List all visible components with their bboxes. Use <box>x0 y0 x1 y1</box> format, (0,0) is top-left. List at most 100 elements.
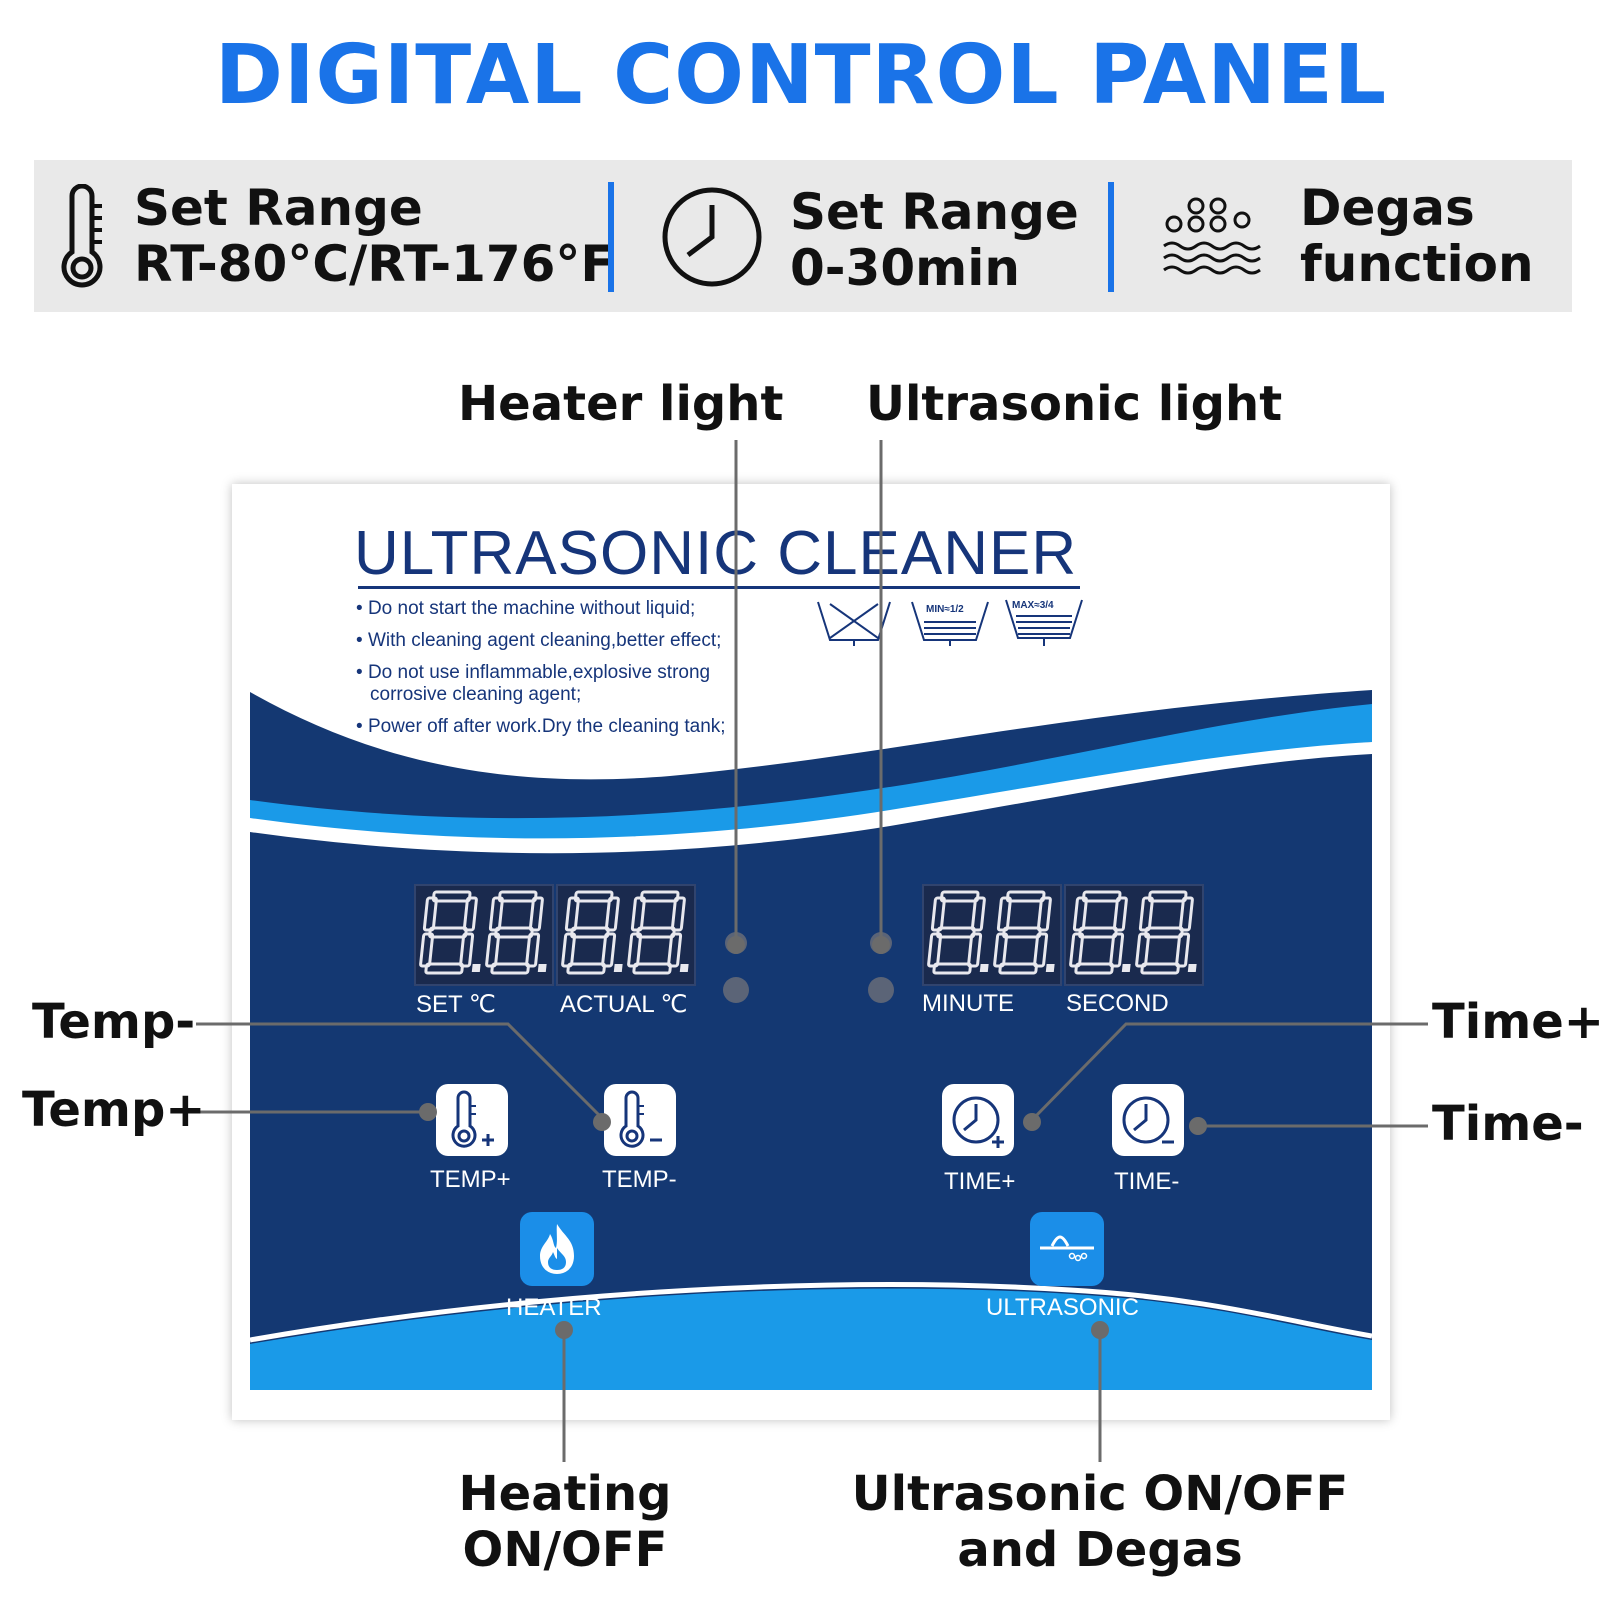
digit-decimal-point <box>1187 964 1197 972</box>
thermometer-plus-icon <box>451 1090 494 1148</box>
time-plus-label: TIME+ <box>944 1168 1016 1195</box>
spec-divider <box>608 182 614 292</box>
digit-segment <box>930 896 946 932</box>
thermometer-icon <box>61 184 103 288</box>
temp-plus-label: TEMP+ <box>430 1166 511 1193</box>
digit-segment <box>970 896 986 932</box>
flame-icon <box>540 1224 574 1274</box>
digit-decimal-point <box>613 964 623 972</box>
digit-segment <box>967 932 983 968</box>
callout-heating-line1: Heating <box>458 1466 672 1522</box>
max-level-tank-icon <box>1005 599 1083 646</box>
seven-segment-digit <box>1135 890 1197 975</box>
time-plus-button[interactable] <box>942 1084 1014 1156</box>
digit-segment <box>462 896 478 932</box>
digit-decimal-point <box>979 964 989 972</box>
digit-segment <box>459 932 475 968</box>
actual-temp-label: ACTUAL ℃ <box>560 991 688 1018</box>
spec-divider <box>1108 182 1114 292</box>
digit-decimal-point <box>679 964 689 972</box>
digit-segment <box>561 932 577 968</box>
heater-indicator-light-2 <box>723 977 749 1003</box>
digit-segment <box>1072 896 1088 932</box>
digit-segment <box>927 932 943 968</box>
digit-decimal-point <box>1045 964 1055 972</box>
spec-degas-line1: Degas <box>1300 179 1475 237</box>
digit-segment <box>932 962 972 975</box>
callout-heating-onoff: Heating ON/OFF <box>440 1466 690 1578</box>
digit-segment <box>419 932 435 968</box>
digit-segment <box>1036 896 1052 932</box>
digit-segment <box>485 932 501 968</box>
seven-segment-digit <box>561 890 623 975</box>
digit-segment <box>1069 932 1085 968</box>
digit-segment <box>998 962 1038 975</box>
spec-temp-text: Set Range RT-80°C/RT-176°F <box>134 180 615 292</box>
digit-segment <box>1175 932 1191 968</box>
digit-segment <box>1178 896 1194 932</box>
time-minus-label: TIME- <box>1114 1168 1180 1195</box>
digit-segment <box>566 962 606 975</box>
digit-decimal-point <box>471 964 481 972</box>
panel-title: ULTRASONIC CLEANER <box>354 519 1078 588</box>
temp-minus-button[interactable] <box>604 1084 676 1156</box>
time-minus-button[interactable] <box>1112 1084 1184 1156</box>
seven-segment-digit <box>485 890 547 975</box>
spec-time-text: Set Range 0-30min <box>790 184 1079 296</box>
thermometer-minus-icon <box>619 1090 662 1148</box>
digit-segment <box>604 896 620 932</box>
digit-segment <box>1112 896 1128 932</box>
spec-degas-line2: function <box>1300 235 1534 293</box>
spec-temp-line2: RT-80°C/RT-176°F <box>134 235 615 293</box>
callout-ultrasonic-onoff: Ultrasonic ON/OFF and Degas <box>820 1466 1380 1578</box>
digit-decimal-point <box>537 964 547 972</box>
temp-minus-label: TEMP- <box>602 1166 677 1193</box>
digit-segment <box>490 962 530 975</box>
no-liquid-tank-icon <box>817 601 891 646</box>
digit-segment <box>1138 896 1154 932</box>
page-title: DIGITAL CONTROL PANEL <box>214 28 1388 123</box>
digit-segment <box>667 932 683 968</box>
digit-segment <box>1074 962 1114 975</box>
clock-plus-icon <box>952 1096 1004 1148</box>
digit-segment <box>528 896 544 932</box>
callout-temp-minus: Temp- <box>32 994 196 1050</box>
warning-item: • Power off after work.Dry the cleaning … <box>356 716 726 737</box>
warning-item: corrosive cleaning agent; <box>370 684 582 705</box>
seven-segment-digit <box>927 890 989 975</box>
digit-decimal-point <box>1121 964 1131 972</box>
heater-label: HEATER <box>506 1294 602 1321</box>
callout-ultrasonic-light: Ultrasonic light <box>866 376 1283 432</box>
spec-time-line1: Set Range <box>790 183 1079 241</box>
digit-segment <box>1109 932 1125 968</box>
digit-segment <box>601 932 617 968</box>
seven-segment-digit <box>993 890 1055 975</box>
warning-item: • Do not start the machine without liqui… <box>356 598 696 619</box>
digit-segment <box>1033 932 1049 968</box>
digit-segment <box>1135 932 1151 968</box>
digit-segment <box>632 962 672 975</box>
spec-time-line2: 0-30min <box>790 239 1020 297</box>
digit-segment <box>424 962 464 975</box>
callout-time-plus: Time+ <box>1432 994 1602 1050</box>
seven-segment-digit <box>419 890 481 975</box>
seven-segment-digit <box>1069 890 1131 975</box>
spec-bar <box>34 160 1572 312</box>
temp-plus-button[interactable] <box>436 1084 508 1156</box>
minute-label: MINUTE <box>922 990 1014 1017</box>
callout-ultrasonic-line1: Ultrasonic ON/OFF <box>851 1466 1349 1522</box>
digit-segment <box>627 932 643 968</box>
min-level-tank-icon <box>911 601 989 646</box>
heater-button[interactable] <box>520 1212 594 1286</box>
digit-segment <box>488 896 504 932</box>
digit-segment <box>525 932 541 968</box>
callout-heating-line2: ON/OFF <box>462 1522 668 1578</box>
ultrasonic-button[interactable] <box>1030 1212 1104 1286</box>
second-label: SECOND <box>1066 990 1169 1017</box>
ultrasonic-wave-icon <box>1040 1235 1094 1262</box>
ultrasonic-label: ULTRASONIC <box>986 1294 1139 1321</box>
ultrasonic-indicator-light-2 <box>868 977 894 1003</box>
clock-icon <box>662 187 762 287</box>
